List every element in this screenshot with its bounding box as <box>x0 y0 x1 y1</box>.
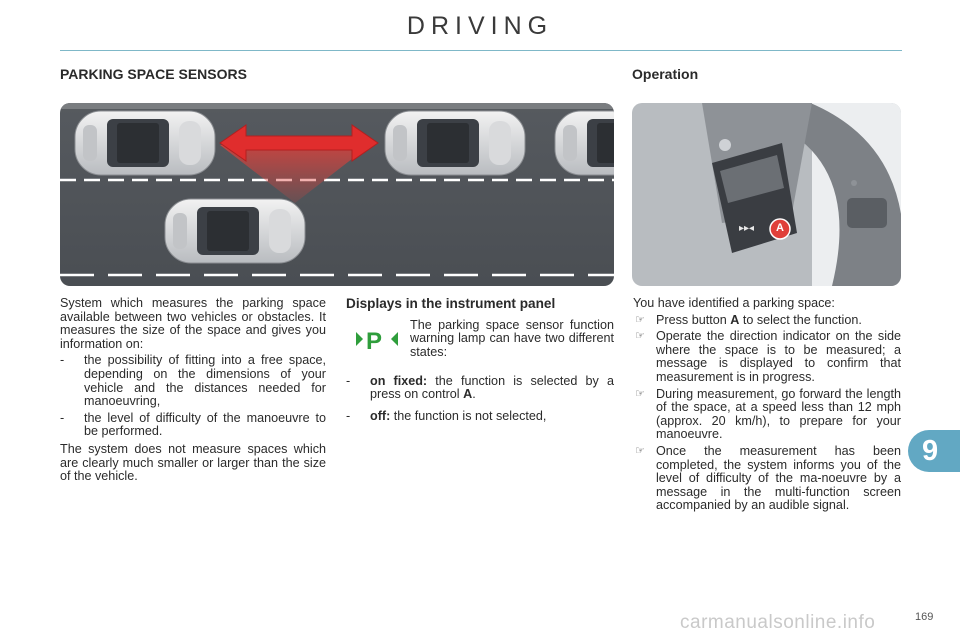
warning-lamp-row: P The parking space sensor function warn… <box>346 317 614 363</box>
operation-step: ☞ Operate the direction indicator on the… <box>633 329 901 384</box>
operation-step: ☞ During measurement, go forward the len… <box>633 386 901 442</box>
state-off: - off: the function is not selected, <box>346 408 614 424</box>
state-ref: A <box>463 387 473 402</box>
parking-space-sensors-title: PARKING SPACE SENSORS <box>60 66 247 82</box>
pointing-hand-icon: ☞ <box>635 444 645 457</box>
svg-text:P: P <box>366 328 382 353</box>
operation-column: You have identified a parking space: ☞ P… <box>633 296 901 513</box>
displays-title: Displays in the instrument panel <box>346 296 556 311</box>
chapter-tab: 9 <box>908 430 960 472</box>
intro-item: - the possibility of fitting into a free… <box>60 354 326 408</box>
step-ref: A <box>730 312 740 327</box>
intro-item-text: the possibility of fitting into a free s… <box>84 353 326 409</box>
chapter-number: 9 <box>922 435 939 467</box>
step-text-end: to select the function. <box>739 312 862 327</box>
step-text: Once the measurement has been completed,… <box>656 443 901 513</box>
pointing-hand-icon: ☞ <box>635 313 645 326</box>
intro-item-text: the level of difficulty of the manoeuvre… <box>84 410 326 439</box>
state-label: off: <box>370 408 391 423</box>
operation-title: Operation <box>632 66 699 82</box>
step-text: During measurement, go forward the lengt… <box>656 386 901 442</box>
watermark: carmanualsonline.info <box>680 612 876 633</box>
operation-step: ☞ Once the measurement has been complete… <box>633 443 901 513</box>
dash-bullet: - <box>60 410 65 425</box>
intro-paragraph: System which measures the parking space … <box>60 296 326 351</box>
parking-sensor-button-icon: ▸▸◂ <box>739 223 754 234</box>
dash-bullet: - <box>346 408 351 423</box>
parking-illustration <box>60 103 614 286</box>
operation-illustration: ▸▸◂ A <box>632 103 901 286</box>
pointing-hand-icon: ☞ <box>635 330 645 343</box>
dash-bullet: - <box>60 353 65 368</box>
operation-step: ☞ Press button A to select the function. <box>633 312 901 328</box>
lamp-description: The parking space sensor function warnin… <box>410 317 614 359</box>
page-number: 169 <box>915 611 934 623</box>
state-text: the function is selected by a press on c… <box>370 373 614 402</box>
intro-column: System which measures the parking space … <box>60 296 326 484</box>
page-header-title: DRIVING <box>406 12 554 40</box>
state-text: the function is not selected, <box>390 408 547 423</box>
dash-bullet: - <box>346 373 351 388</box>
pointing-hand-icon: ☞ <box>635 387 645 400</box>
step-text: Press button <box>656 312 731 327</box>
header-rule <box>60 50 902 51</box>
operation-intro: You have identified a parking space: <box>633 296 835 310</box>
control-a-label: A <box>776 222 784 234</box>
state-end: . <box>472 387 476 402</box>
state-on-fixed: - on fixed: the function is selected by … <box>346 373 614 402</box>
parking-sensor-lamp-icon: P <box>356 328 398 353</box>
step-text: Operate the direction indicator on the s… <box>656 329 901 384</box>
displays-column: Displays in the instrument panel P The p… <box>346 297 614 423</box>
intro-item: - the level of difficulty of the manoeuv… <box>60 410 326 439</box>
state-label: on fixed: <box>370 373 428 388</box>
intro-closing: The system does not measure spaces which… <box>60 441 326 484</box>
